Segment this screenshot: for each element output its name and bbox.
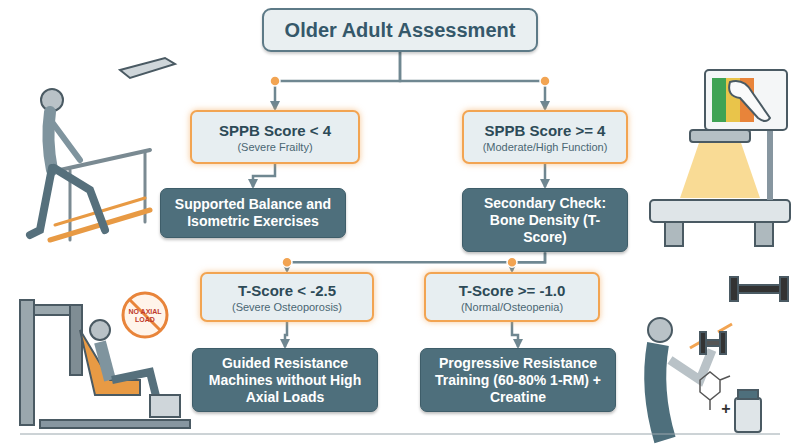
footer-rule	[20, 434, 780, 435]
junction-dot	[282, 257, 292, 267]
node-text: Secondary Check: Bone Density (T-Score)	[473, 195, 617, 245]
node-subtext: (Severe Osteoporosis)	[232, 301, 342, 313]
junction-dot	[540, 76, 550, 86]
decision-box: SPPB Score < 4 (Severe Frailty)	[190, 110, 360, 164]
process-box: Progressive Resistance Training (60-80% …	[420, 348, 616, 412]
flow-connector	[544, 164, 547, 187]
flow-connector	[253, 164, 275, 187]
flow-connector	[512, 322, 518, 347]
node-subtext: (Moderate/High Function)	[483, 141, 608, 153]
dumbbell-figure	[648, 277, 788, 440]
decision-box: T-Score < -2.5 (Severe Osteoporosis)	[200, 272, 374, 322]
node-subtext: (Normal/Osteopenia)	[461, 301, 563, 313]
process-box: Secondary Check: Bone Density (T-Score)	[462, 188, 628, 252]
process-box: Supported Balance and Isometric Exercise…	[160, 188, 346, 238]
node-subtext: (Severe Frailty)	[237, 141, 312, 153]
node-text: SPPB Score >= 4	[485, 122, 606, 139]
node-text: Guided Resistance Machines without High …	[203, 355, 367, 405]
decision-box: T-Score >= -1.0 (Normal/Osteopenia)	[424, 272, 600, 322]
junction-dot	[270, 76, 280, 86]
flow-connector	[287, 252, 545, 271]
decision-box: SPPB Score >= 4 (Moderate/High Function)	[462, 110, 628, 164]
flow-connector	[275, 52, 400, 109]
dxa-scanner	[650, 70, 790, 246]
node-text: T-Score < -2.5	[238, 282, 336, 299]
junction-dot	[507, 257, 517, 267]
leg-machine	[20, 293, 190, 428]
node-text: Older Adult Assessment	[285, 19, 516, 42]
start-box: Older Adult Assessment	[262, 8, 538, 52]
node-text: Progressive Resistance Training (60-80% …	[431, 355, 605, 405]
flow-connector	[285, 322, 287, 347]
plus-sign: +	[720, 400, 732, 418]
balance-figure	[30, 58, 175, 240]
node-text: T-Score >= -1.0	[459, 282, 566, 299]
flow-connector	[400, 52, 545, 109]
node-text: SPPB Score < 4	[219, 122, 331, 139]
process-box: Guided Resistance Machines without High …	[192, 348, 378, 412]
node-text: Supported Balance and Isometric Exercise…	[171, 196, 335, 230]
warning-sign-text: NO AXIAL LOAD	[124, 308, 166, 323]
